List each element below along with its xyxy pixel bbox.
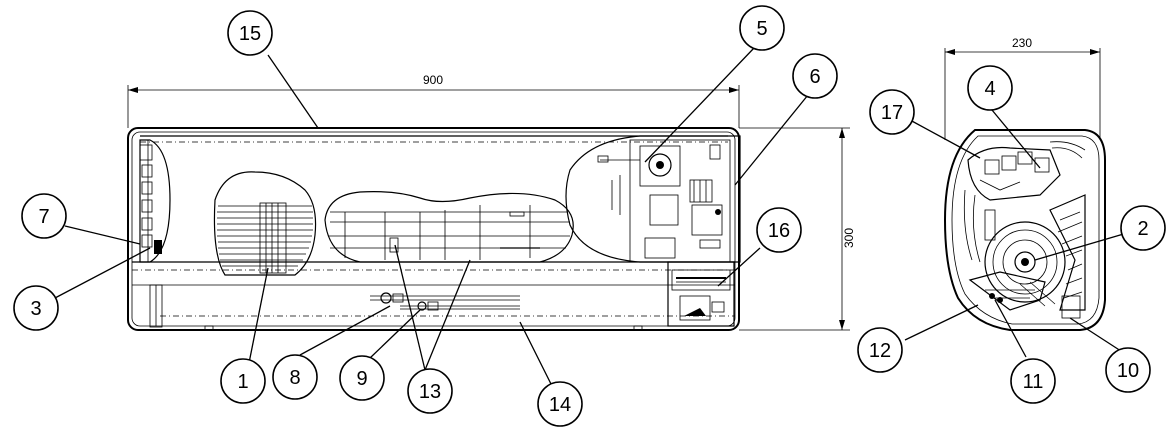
callout-5: 5: [739, 5, 785, 51]
leader-lines: [54, 47, 1128, 389]
width-dimension-label: 900: [423, 73, 443, 87]
callout-7-label: 7: [38, 206, 49, 228]
callout-14: 14: [537, 381, 583, 427]
callout-1: 1: [220, 358, 266, 404]
callout-7: 7: [21, 193, 67, 239]
callout-12: 12: [857, 327, 903, 373]
height-dimension-label: 300: [842, 228, 856, 248]
dimension-width-900: 900: [127, 73, 740, 128]
callout-10: 10: [1105, 347, 1151, 393]
callout-14-label: 14: [549, 394, 571, 416]
callout-13: 13: [407, 368, 453, 414]
depth-dimension-label: 230: [1012, 36, 1032, 50]
control-box-internals: [597, 139, 731, 263]
front-casing-inner: [131, 131, 736, 327]
callout-1-label: 1: [237, 371, 248, 393]
callout-5-label: 5: [756, 18, 767, 40]
air-filter-cutaway: [324, 191, 574, 263]
left-end-internals: [139, 140, 162, 262]
front-casing-outline: [127, 127, 740, 331]
cross-flow-fan-hatch: [217, 202, 313, 274]
side-view-unit: [943, 129, 1106, 331]
callout-8-label: 8: [289, 367, 300, 389]
fan-cutaway: [213, 171, 317, 276]
callout-16: 16: [756, 207, 802, 253]
callout-6-label: 6: [809, 66, 820, 88]
callout-9: 9: [339, 355, 385, 401]
callout-3: 3: [13, 285, 59, 331]
dimension-height-300: 300: [739, 127, 856, 331]
callout-2-label: 2: [1137, 218, 1148, 240]
callout-12-label: 12: [869, 340, 891, 362]
callout-15-label: 15: [239, 23, 261, 45]
callout-4: 4: [967, 65, 1013, 111]
callout-11-label: 11: [1023, 371, 1044, 393]
air-filter-grid: [328, 205, 570, 260]
callout-15: 15: [227, 10, 273, 56]
refrigerant-pipes: [370, 292, 520, 311]
front-view-unit: [127, 127, 741, 331]
callout-8: 8: [272, 354, 318, 400]
callout-13-label: 13: [419, 381, 441, 403]
control-box-cutaway: [565, 135, 741, 263]
fan-motor-circle: [984, 221, 1066, 303]
callout-16-label: 16: [768, 220, 790, 242]
callout-3-label: 3: [30, 298, 41, 320]
dimension-depth-230: 230: [944, 36, 1101, 140]
callout-17-label: 17: [881, 102, 903, 124]
callout-6: 6: [792, 53, 838, 99]
terminal-block: [667, 261, 735, 327]
callout-2: 2: [1120, 205, 1166, 251]
callout-11: 11: [1010, 358, 1056, 404]
side-casing-outline: [943, 129, 1106, 331]
callout-10-label: 10: [1117, 360, 1139, 382]
callout-4-label: 4: [984, 78, 995, 100]
callout-17: 17: [869, 89, 915, 135]
side-internals: [963, 141, 1086, 319]
callout-9-label: 9: [356, 368, 367, 390]
left-end-cutaway: [139, 139, 171, 263]
